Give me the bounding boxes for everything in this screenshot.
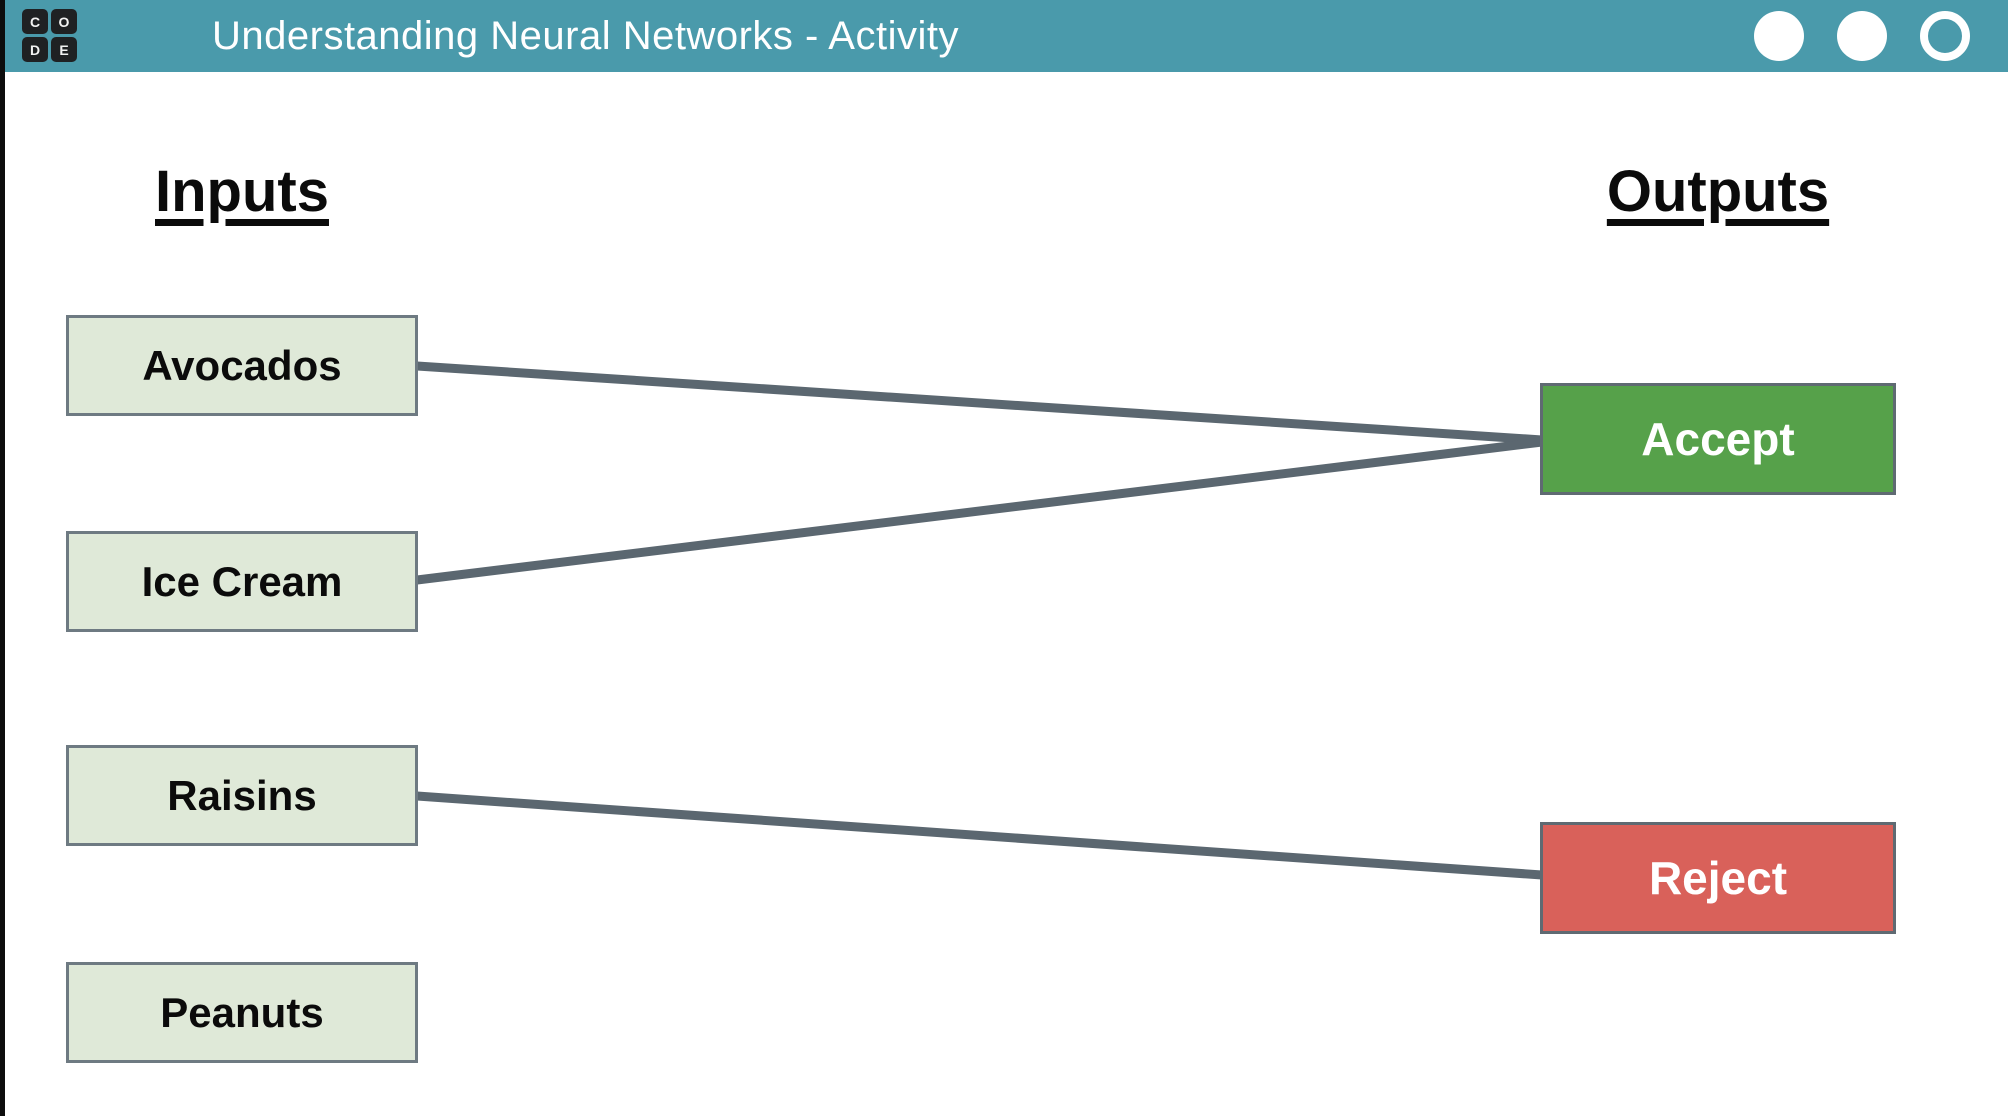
progress-dots [1754, 11, 1970, 61]
logo-letter-o: O [51, 9, 77, 34]
input-node-raisins[interactable]: Raisins [66, 745, 418, 846]
input-node-avocados[interactable]: Avocados [66, 315, 418, 416]
outputs-heading: Outputs [1606, 159, 1830, 224]
progress-dot-3[interactable] [1920, 11, 1970, 61]
logo-letter-d: D [22, 37, 48, 62]
wire-raisins-reject[interactable] [412, 791, 1547, 880]
input-node-ice-cream[interactable]: Ice Cream [66, 531, 418, 632]
window-left-edge [0, 0, 5, 1116]
output-node-accept[interactable]: Accept [1540, 383, 1896, 495]
code-org-logo: C O D E [22, 9, 80, 63]
page-title: Understanding Neural Networks - Activity [212, 14, 959, 58]
output-node-reject[interactable]: Reject [1540, 822, 1896, 934]
logo-letter-c: C [22, 9, 48, 34]
progress-dot-2[interactable] [1837, 11, 1887, 61]
wire-avocados-accept[interactable] [412, 361, 1547, 445]
header-bar: C O D E Understanding Neural Networks - … [0, 0, 2008, 72]
wire-icecream-accept[interactable] [412, 437, 1547, 585]
logo-letter-e: E [51, 37, 77, 62]
input-node-peanuts[interactable]: Peanuts [66, 962, 418, 1063]
inputs-heading: Inputs [155, 159, 329, 224]
progress-dot-1[interactable] [1754, 11, 1804, 61]
